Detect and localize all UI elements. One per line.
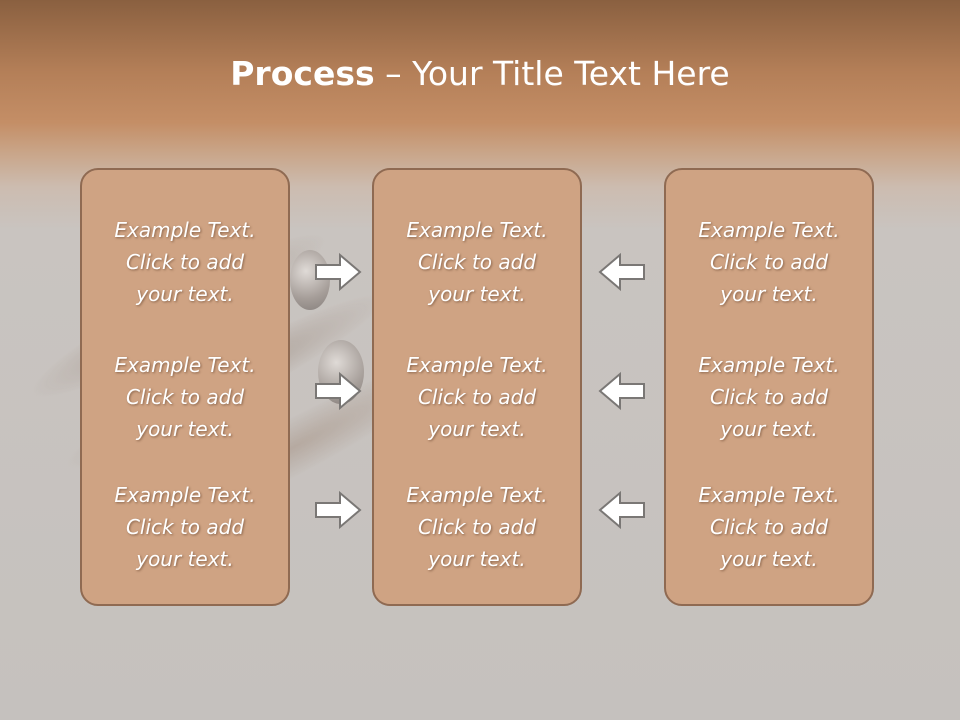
- text-line: Example Text.: [114, 218, 256, 242]
- text-line: Click to add: [417, 385, 537, 409]
- slide-title[interactable]: Process – Your Title Text Here: [0, 52, 960, 96]
- text-line: Click to add: [125, 250, 245, 274]
- text-block[interactable]: Example Text. Click to add your text.: [82, 479, 288, 575]
- text-line: Click to add: [125, 385, 245, 409]
- text-line: Click to add: [417, 250, 537, 274]
- text-line: your text.: [720, 417, 818, 441]
- title-bold: Process: [230, 54, 375, 93]
- text-line: Example Text.: [406, 353, 548, 377]
- text-block[interactable]: Example Text. Click to add your text.: [374, 349, 580, 445]
- text-line: Click to add: [709, 250, 829, 274]
- arrow-left-icon[interactable]: [598, 371, 646, 411]
- arrow-left-icon[interactable]: [598, 490, 646, 530]
- title-rest: – Your Title Text Here: [374, 54, 730, 93]
- text-line: Click to add: [125, 515, 245, 539]
- text-line: Example Text.: [406, 483, 548, 507]
- arrow-left-icon[interactable]: [598, 252, 646, 292]
- text-line: Example Text.: [406, 218, 548, 242]
- text-line: your text.: [136, 417, 234, 441]
- text-line: Click to add: [417, 515, 537, 539]
- center-process-box[interactable]: Example Text. Click to add your text. Ex…: [372, 168, 582, 606]
- text-block[interactable]: Example Text. Click to add your text.: [666, 214, 872, 310]
- text-line: Click to add: [709, 515, 829, 539]
- text-line: your text.: [136, 547, 234, 571]
- right-process-box[interactable]: Example Text. Click to add your text. Ex…: [664, 168, 874, 606]
- text-line: Click to add: [709, 385, 829, 409]
- text-line: your text.: [720, 282, 818, 306]
- text-block[interactable]: Example Text. Click to add your text.: [374, 214, 580, 310]
- text-line: Example Text.: [698, 483, 840, 507]
- text-line: Example Text.: [114, 483, 256, 507]
- left-process-box[interactable]: Example Text. Click to add your text. Ex…: [80, 168, 290, 606]
- text-line: your text.: [720, 547, 818, 571]
- text-line: your text.: [428, 547, 526, 571]
- text-line: your text.: [428, 282, 526, 306]
- text-block[interactable]: Example Text. Click to add your text.: [374, 479, 580, 575]
- text-block[interactable]: Example Text. Click to add your text.: [666, 349, 872, 445]
- text-line: Example Text.: [114, 353, 256, 377]
- arrow-right-icon[interactable]: [314, 252, 362, 292]
- arrow-right-icon[interactable]: [314, 490, 362, 530]
- text-line: your text.: [136, 282, 234, 306]
- text-line: your text.: [428, 417, 526, 441]
- arrow-right-icon[interactable]: [314, 371, 362, 411]
- text-block[interactable]: Example Text. Click to add your text.: [82, 214, 288, 310]
- text-block[interactable]: Example Text. Click to add your text.: [666, 479, 872, 575]
- text-block[interactable]: Example Text. Click to add your text.: [82, 349, 288, 445]
- text-line: Example Text.: [698, 353, 840, 377]
- text-line: Example Text.: [698, 218, 840, 242]
